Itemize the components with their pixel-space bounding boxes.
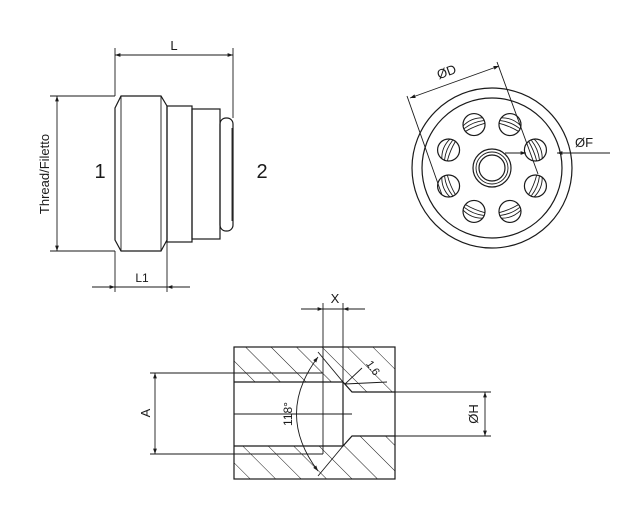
- outer-circle: [411, 87, 573, 249]
- collet-hole: [498, 199, 522, 224]
- dim-a-label: A: [138, 408, 153, 417]
- port-2-label: 2: [256, 161, 267, 183]
- inner-ring: [421, 97, 563, 239]
- collet-hole: [523, 138, 548, 162]
- collet-hole: [436, 138, 461, 162]
- collet-hole: [498, 112, 522, 137]
- collet-hole: [523, 174, 548, 198]
- o-ring: [219, 117, 234, 232]
- collet-hole: [462, 199, 486, 224]
- angle-118-arc: [296, 356, 319, 472]
- port-1-label: 1: [94, 161, 105, 183]
- center-bore-outer: [472, 148, 512, 188]
- dim-d-label: ØD: [435, 61, 458, 82]
- collet-holes: [436, 112, 548, 224]
- chamfer-leader: [344, 367, 388, 385]
- thread-label: Thread/Filetto: [37, 134, 52, 214]
- collet-hole: [462, 112, 486, 137]
- dimension-d: [409, 65, 500, 99]
- dim-h-label: ØH: [466, 404, 481, 424]
- center-bore: [478, 154, 506, 182]
- collet-hole: [436, 174, 461, 198]
- dim-f-label: ØF: [575, 135, 593, 150]
- section-block: [233, 346, 396, 480]
- fitting-collet: [191, 108, 221, 240]
- fitting-body-hex: [114, 95, 168, 252]
- side-view: L Thread/Filetto L1 1 2: [37, 38, 268, 292]
- dim-x-label: X: [331, 291, 340, 306]
- dim-l-label: L: [170, 38, 177, 53]
- end-view: ØD ØF: [406, 61, 610, 249]
- angle-label: 118°: [281, 402, 295, 426]
- dim-l1-label: L1: [135, 271, 149, 285]
- section-view: A ØH X 118° 1.6: [138, 291, 491, 480]
- fitting-step: [166, 105, 193, 243]
